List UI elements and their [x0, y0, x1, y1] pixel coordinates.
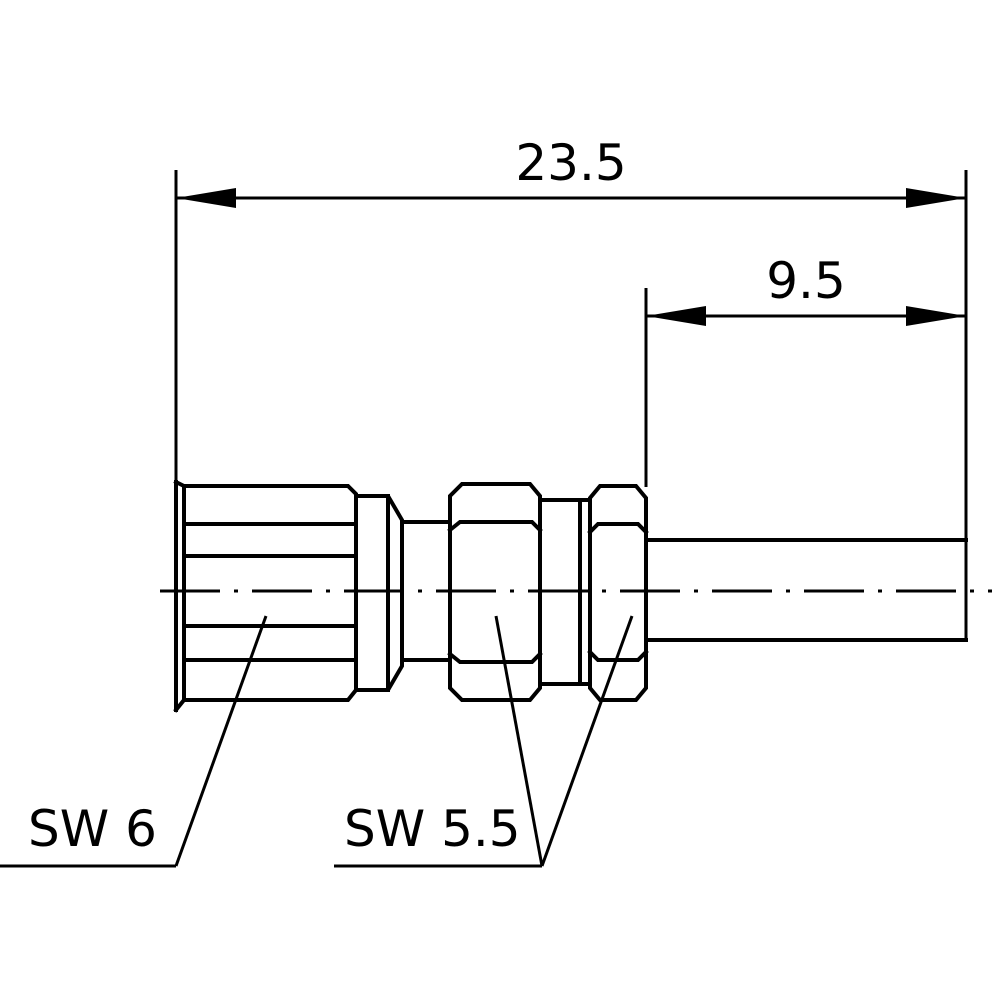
leader-front-hex	[0, 615, 268, 868]
leader-rear-hex	[334, 615, 634, 868]
arrowhead-overall-left	[176, 188, 236, 208]
neck-shaft	[400, 520, 452, 662]
arrowhead-rear-right	[906, 306, 966, 326]
arrowhead-overall-right	[906, 188, 966, 208]
front-collar	[354, 494, 404, 692]
middle-hex-nut	[447, 482, 543, 702]
callout-label-rear-hex: SW 5.5	[344, 800, 521, 858]
rear-tube	[644, 538, 968, 642]
arrowhead-rear-left	[646, 306, 706, 326]
dimension-label-overall: 23.5	[515, 134, 626, 192]
dimension-label-rear: 9.5	[766, 252, 846, 310]
front-hex-nut	[173, 479, 358, 713]
rear-hex-nut	[587, 484, 649, 702]
callout-label-front-hex: SW 6	[28, 800, 157, 858]
